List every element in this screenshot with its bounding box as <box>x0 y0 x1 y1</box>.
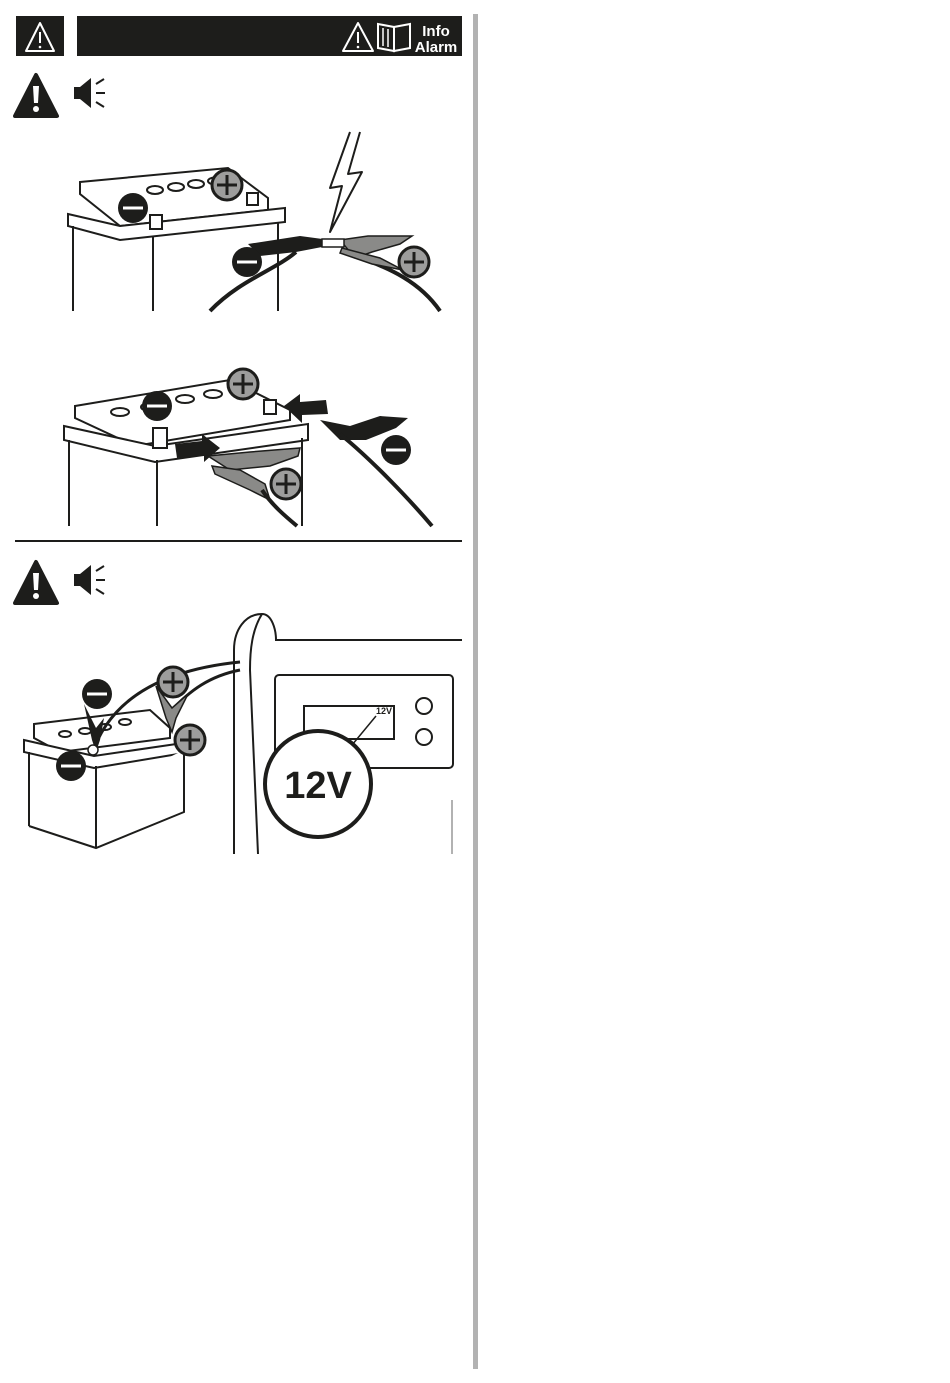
battery-negative-terminal-icon <box>118 193 148 223</box>
figure-charger-12v: 12V 12V <box>24 614 462 854</box>
display-readout-small: 12V <box>376 706 392 716</box>
positive-clamp-icon <box>399 247 429 277</box>
speaker-alarm-icon <box>74 78 105 108</box>
warning-exclamation-icon <box>15 562 57 603</box>
battery-positive-terminal-icon <box>212 170 242 200</box>
warning-exclamation-icon <box>15 75 57 116</box>
negative-clamp-icon <box>381 435 411 465</box>
positive-clamp-icon <box>158 667 188 697</box>
battery-negative-terminal-icon <box>142 391 172 421</box>
speaker-alarm-icon <box>74 565 105 595</box>
battery <box>68 168 285 311</box>
negative-clamp <box>248 236 330 256</box>
positive-clamp-icon <box>271 469 301 499</box>
figure-clamps-to-battery <box>64 369 432 526</box>
negative-clamp-icon <box>82 679 112 709</box>
negative-clamp-icon <box>232 247 262 277</box>
battery <box>24 710 190 848</box>
header: Info Alarm <box>16 16 462 56</box>
column-separator <box>473 14 478 1369</box>
battery-positive-terminal-icon <box>175 725 205 755</box>
header-alarm-label: Alarm <box>415 39 458 56</box>
battery-negative-terminal-icon <box>56 751 86 781</box>
spark-icon <box>330 132 362 232</box>
battery-positive-terminal-icon <box>228 369 258 399</box>
header-info-label: Info <box>422 23 450 40</box>
display-readout-magnified: 12V <box>284 765 352 807</box>
figure-clamps-spark <box>68 132 440 311</box>
